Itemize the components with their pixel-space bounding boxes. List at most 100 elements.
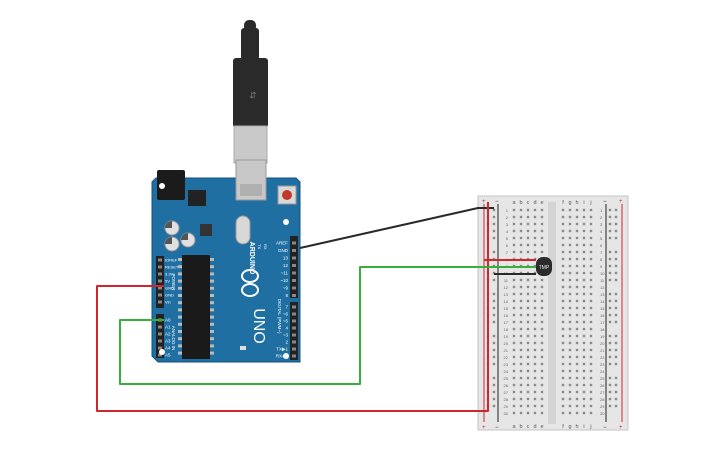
breadboard-hole[interactable] <box>533 236 537 240</box>
breadboard-hole[interactable] <box>582 264 586 268</box>
breadboard-hole[interactable] <box>533 208 537 212</box>
rail-hole[interactable] <box>614 383 618 387</box>
breadboard-hole[interactable] <box>512 306 516 310</box>
rail-hole[interactable] <box>608 390 612 394</box>
breadboard-hole[interactable] <box>568 348 572 352</box>
rail-hole[interactable] <box>614 215 618 219</box>
breadboard-hole[interactable] <box>540 208 544 212</box>
breadboard-hole[interactable] <box>519 390 523 394</box>
digital-pin[interactable] <box>292 241 296 245</box>
breadboard-hole[interactable] <box>568 306 572 310</box>
breadboard-hole[interactable] <box>533 306 537 310</box>
rail-hole[interactable] <box>608 355 612 359</box>
breadboard-hole[interactable] <box>512 397 516 401</box>
rail-hole[interactable] <box>614 278 618 282</box>
breadboard-hole[interactable] <box>589 327 593 331</box>
analog-pin[interactable] <box>158 353 162 357</box>
breadboard-hole[interactable] <box>540 306 544 310</box>
breadboard-hole[interactable] <box>589 215 593 219</box>
breadboard-hole[interactable] <box>582 278 586 282</box>
breadboard-hole[interactable] <box>526 285 530 289</box>
breadboard-hole[interactable] <box>540 341 544 345</box>
breadboard-hole[interactable] <box>519 215 523 219</box>
digital-pin[interactable] <box>292 305 296 309</box>
breadboard-hole[interactable] <box>582 299 586 303</box>
breadboard-hole[interactable] <box>561 390 565 394</box>
breadboard-hole[interactable] <box>575 362 579 366</box>
breadboard-hole[interactable] <box>561 369 565 373</box>
breadboard-hole[interactable] <box>519 327 523 331</box>
rail-hole[interactable] <box>614 222 618 226</box>
breadboard-hole[interactable] <box>575 397 579 401</box>
rail-hole[interactable] <box>614 236 618 240</box>
breadboard-hole[interactable] <box>568 327 572 331</box>
breadboard-hole[interactable] <box>575 236 579 240</box>
breadboard-hole[interactable] <box>568 404 572 408</box>
analog-pin[interactable] <box>158 325 162 329</box>
rail-hole[interactable] <box>614 397 618 401</box>
breadboard-hole[interactable] <box>568 341 572 345</box>
breadboard-hole[interactable] <box>526 411 530 415</box>
breadboard-hole[interactable] <box>568 222 572 226</box>
breadboard-hole[interactable] <box>512 215 516 219</box>
breadboard-hole[interactable] <box>512 390 516 394</box>
breadboard-hole[interactable] <box>575 390 579 394</box>
rail-hole[interactable] <box>614 341 618 345</box>
breadboard-hole[interactable] <box>540 376 544 380</box>
rail-hole[interactable] <box>608 362 612 366</box>
breadboard-hole[interactable] <box>526 383 530 387</box>
rail-hole[interactable] <box>608 320 612 324</box>
breadboard-hole[interactable] <box>589 334 593 338</box>
breadboard-hole[interactable] <box>519 383 523 387</box>
digital-pin[interactable] <box>292 294 296 297</box>
breadboard-hole[interactable] <box>582 257 586 261</box>
breadboard-hole[interactable] <box>561 285 565 289</box>
breadboard-hole[interactable] <box>512 243 516 247</box>
breadboard-hole[interactable] <box>568 285 572 289</box>
breadboard-hole[interactable] <box>568 250 572 254</box>
breadboard-hole[interactable] <box>561 215 565 219</box>
breadboard-hole[interactable] <box>561 250 565 254</box>
breadboard-hole[interactable] <box>568 362 572 366</box>
breadboard-hole[interactable] <box>589 355 593 359</box>
breadboard-hole[interactable] <box>540 250 544 254</box>
digital-pin[interactable] <box>292 326 296 330</box>
breadboard-hole[interactable] <box>540 215 544 219</box>
digital-pin[interactable] <box>292 286 296 290</box>
breadboard-hole[interactable] <box>589 222 593 226</box>
power-pin[interactable] <box>158 293 162 297</box>
breadboard-hole[interactable] <box>568 292 572 296</box>
breadboard-hole[interactable] <box>582 348 586 352</box>
breadboard-hole[interactable] <box>533 222 537 226</box>
analog-pin[interactable] <box>158 346 162 350</box>
rail-hole[interactable] <box>492 292 496 296</box>
breadboard-hole[interactable] <box>582 243 586 247</box>
rail-hole[interactable] <box>492 320 496 324</box>
rail-hole[interactable] <box>608 334 612 338</box>
power-pin[interactable] <box>158 286 162 290</box>
breadboard-hole[interactable] <box>582 383 586 387</box>
digital-pin[interactable] <box>292 249 296 252</box>
rail-hole[interactable] <box>608 222 612 226</box>
breadboard-hole[interactable] <box>540 411 544 415</box>
breadboard-hole[interactable] <box>568 390 572 394</box>
breadboard-hole[interactable] <box>533 292 537 296</box>
rail-hole[interactable] <box>614 404 618 408</box>
rail-hole[interactable] <box>492 229 496 233</box>
rail-hole[interactable] <box>608 278 612 282</box>
rail-hole[interactable] <box>608 215 612 219</box>
breadboard-hole[interactable] <box>568 299 572 303</box>
rail-hole[interactable] <box>492 313 496 317</box>
breadboard-hole[interactable] <box>575 208 579 212</box>
breadboard-hole[interactable] <box>561 383 565 387</box>
power-pin[interactable] <box>158 258 162 262</box>
breadboard-hole[interactable] <box>533 348 537 352</box>
digital-pin[interactable] <box>292 256 296 260</box>
rail-hole[interactable] <box>614 292 618 296</box>
rail-hole[interactable] <box>614 271 618 275</box>
breadboard-hole[interactable] <box>575 215 579 219</box>
breadboard-hole[interactable] <box>526 208 530 212</box>
breadboard-hole[interactable] <box>561 355 565 359</box>
breadboard-hole[interactable] <box>575 369 579 373</box>
breadboard-hole[interactable] <box>526 390 530 394</box>
